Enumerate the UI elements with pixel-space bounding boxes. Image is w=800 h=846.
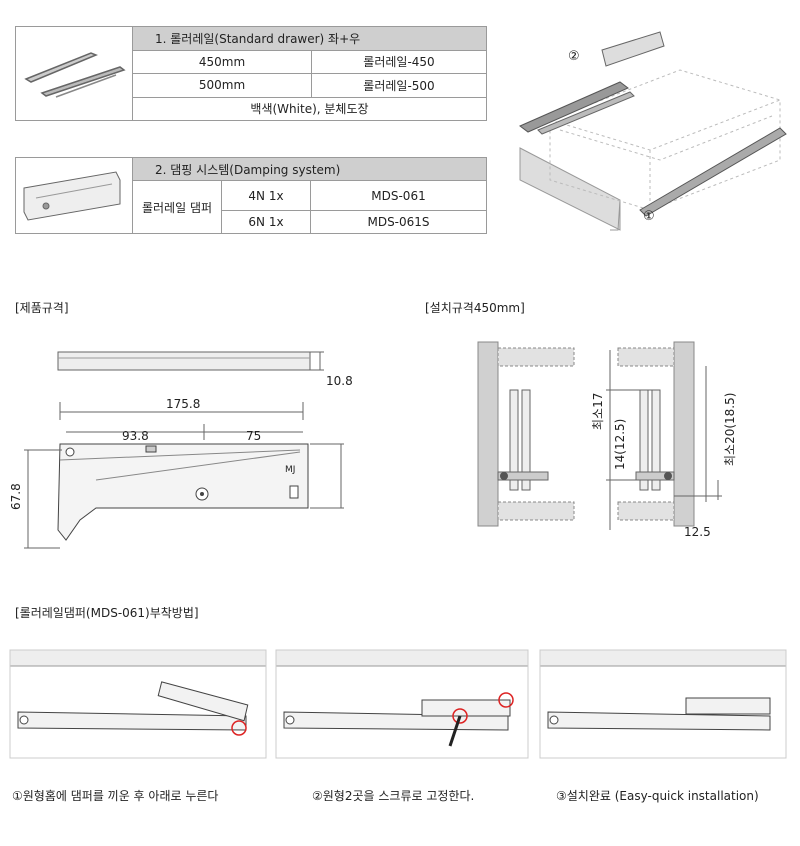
install-min20: 최소20(18.5) — [723, 393, 737, 466]
install-spec-drawing: 최소17 14(12.5) 최소20(18.5) 12.5 — [477, 341, 737, 539]
dim-left: 93.8 — [122, 429, 149, 443]
rollerrail-thumbnail-icon — [24, 52, 126, 98]
spec-table-rollerrail: 1. 롤러레일(Standard drawer) 좌+우 450mm 롤러레일-… — [15, 26, 487, 121]
install-spec-title: [설치규격450mm] — [425, 301, 525, 315]
table2-force-0: 4N 1x — [221, 180, 311, 211]
dim-total: 175.8 — [166, 397, 200, 411]
method-title: [롤러레일댐퍼(MDS-061)부착방법] — [15, 606, 199, 620]
table2-force-1: 6N 1x — [221, 210, 311, 234]
table2-header: 2. 댐핑 시스템(Damping system) — [132, 157, 487, 181]
table1-model-1: 롤러레일-500 — [311, 73, 487, 98]
damper-thumbnail — [15, 157, 133, 234]
table1-size-1: 500mm — [132, 73, 312, 98]
install-d125: 12.5 — [684, 525, 711, 539]
rollerrail-thumbnail — [15, 26, 133, 121]
table2-model-0: MDS-061 — [310, 180, 487, 211]
drawer-label-2: ② — [568, 49, 580, 64]
install-min17: 최소17 — [591, 393, 605, 430]
method-step3-caption: ③설치완료 (Easy-quick installation) — [556, 789, 759, 803]
method-step3-drawing — [539, 649, 787, 759]
dim-right: 75 — [246, 429, 261, 443]
table1-footer: 백색(White), 분체도장 — [132, 96, 487, 121]
install-d14: 14(12.5) — [613, 419, 627, 470]
table2-model-1: MDS-061S — [310, 210, 487, 234]
drawer-exploded-diagram: ② ① — [519, 31, 787, 231]
drawer-label-1: ① — [643, 209, 655, 224]
damper-thumbnail-icon — [23, 171, 121, 221]
table2-group-label: 롤러레일 댐퍼 — [132, 180, 222, 234]
table1-header: 1. 롤러레일(Standard drawer) 좌+우 — [132, 26, 487, 51]
spec-mark: MJ — [285, 465, 295, 475]
method-step2-caption: ②원형2곳을 스크류로 고정한다. — [312, 789, 475, 803]
table1-size-0: 450mm — [132, 49, 312, 74]
table1-model-0: 롤러레일-450 — [311, 49, 487, 74]
dim-height: 67.8 — [9, 483, 23, 510]
spec-table-damping: 2. 댐핑 시스템(Damping system) 롤러레일 댐퍼 4N 1x … — [15, 157, 487, 234]
method-step2-drawing — [275, 649, 529, 759]
product-spec-title: [제품규격] — [15, 301, 69, 315]
method-step1-drawing — [9, 649, 267, 759]
product-spec-drawing: 10.8 175.8 93.8 75 MJ 67.8 — [9, 351, 353, 549]
dim-thickness: 10.8 — [326, 374, 353, 388]
method-step1-caption: ①원형홈에 댐퍼를 끼운 후 아래로 누른다 — [12, 789, 219, 803]
